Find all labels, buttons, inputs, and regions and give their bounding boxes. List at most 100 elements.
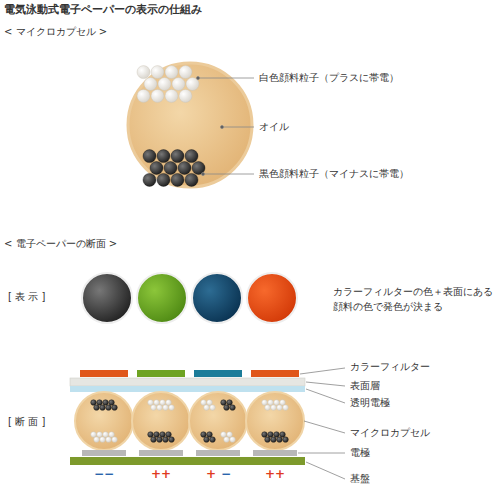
white-particle [172,78,185,91]
black-particle [271,437,277,443]
black-particle [169,437,175,443]
leader-lines [298,368,345,479]
black-particle [268,432,274,438]
part-label: 基盤 [350,473,370,485]
white-particle [91,432,97,438]
part-label: マイクロカプセル [350,427,430,440]
white-particle [277,405,283,411]
white-particle [165,66,178,79]
section-heading: < マイクロカプセル > [4,26,107,39]
black-particle [112,405,118,411]
black-particle [164,162,177,175]
part-label: 電極 [350,447,370,460]
part-label: 白色顔料粒子（プラスに帯電） [259,72,399,85]
part-label: 黒色顔料粒子（マイナスに帯電） [259,168,409,181]
white-particle [106,437,112,443]
white-particle [204,405,210,411]
note: カラーフィルターの色＋表面にある 顔料の色で発色が決まる [333,285,496,314]
white-particle [137,89,150,102]
black-particle [277,437,283,443]
black-particle [94,405,100,411]
microcapsule [128,63,252,187]
row-label: [ 断 面 ] [8,416,45,429]
black-particle [106,405,112,411]
black-particle [280,432,286,438]
white-particle [201,400,207,406]
white-particle [151,66,164,79]
black-particle [157,150,170,163]
white-particle [151,89,164,102]
black-particle [192,162,205,175]
black-particle [283,437,289,443]
white-particle [280,400,286,406]
white-particle [227,432,233,438]
black-particle [262,432,268,438]
polarity-sign: ++ [265,467,285,482]
black-particle [185,150,198,163]
black-particle [171,150,184,163]
black-particle [103,400,109,406]
white-particle [100,437,106,443]
polarity-sign: − [221,467,231,482]
black-particle [166,432,172,438]
white-particle [268,400,274,406]
white-particle [207,400,213,406]
black-particle [91,400,97,406]
white-particle [109,432,115,438]
black-particle [143,173,156,186]
section-heading: < 電子ペーパーの断面 > [4,238,117,251]
black-particle [150,162,163,175]
white-particle [165,89,178,102]
black-particle [224,405,230,411]
white-particle [262,400,268,406]
part-label: 表面層 [350,380,380,393]
diagram-title: 電気泳動式電子ペーパーの表示の仕組み [4,3,202,17]
white-particle [151,405,157,411]
white-particle [169,405,175,411]
black-particle [154,432,160,438]
black-particle [143,150,156,163]
white-particle [112,437,118,443]
white-particle [103,432,109,438]
black-particle [274,432,280,438]
part-label: オイル [259,121,289,134]
black-particle [97,400,103,406]
black-particle [201,432,207,438]
white-particle [163,405,169,411]
white-particle [210,405,216,411]
white-particle [154,400,160,406]
black-particle [148,432,154,438]
polarity-sign: −− [94,467,114,482]
black-particle [157,173,170,186]
white-particle [144,78,157,91]
black-particle [109,400,115,406]
black-particle [210,437,216,443]
leader-lines [197,77,255,176]
white-particle [137,66,150,79]
polarity-sign: ++ [151,467,171,482]
white-particle [179,66,192,79]
black-particle [221,400,227,406]
black-particle [207,432,213,438]
white-particle [179,89,192,102]
black-particle [100,405,106,411]
part-label: カラーフィルター [350,361,430,374]
cross-section [70,370,305,465]
white-particle [224,437,230,443]
row-label: [ 表 示 ] [8,291,45,304]
black-particle [151,437,157,443]
display-dots [82,273,297,323]
black-particle [230,405,236,411]
white-particle [148,400,154,406]
white-particle [160,400,166,406]
black-particle [160,432,166,438]
black-particle [204,437,210,443]
white-particle [283,405,289,411]
black-particle [171,173,184,186]
white-particle [265,405,271,411]
white-particle [97,432,103,438]
white-particle [221,432,227,438]
white-particle [186,78,199,91]
white-particle [274,400,280,406]
black-particle [178,162,191,175]
